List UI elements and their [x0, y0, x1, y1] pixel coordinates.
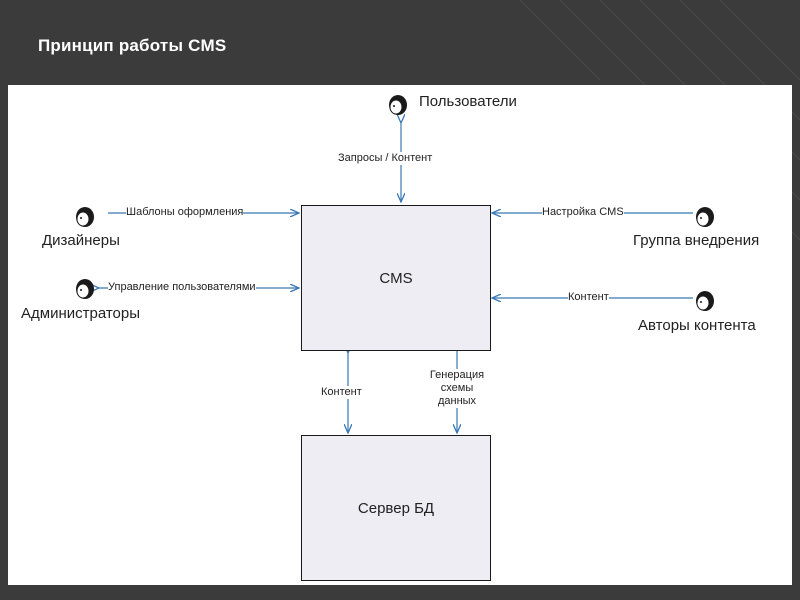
edge-label-cms-db-schema-line2: схемы	[440, 382, 474, 394]
person-head-icon	[389, 95, 407, 115]
db-server-box-label: Сервер БД	[357, 499, 435, 517]
actor-designers-label: Дизайнеры	[42, 232, 120, 249]
edge-label-authors-cms: Контент	[568, 291, 609, 304]
diagram-panel: CMS Сервер БД Пользователи Дизайнеры Адм…	[8, 85, 792, 585]
edge-label-cms-db-content: Контент	[321, 386, 362, 399]
actor-implementation-group-label: Группа внедрения	[633, 232, 760, 249]
person-head-icon	[696, 291, 714, 311]
person-head-icon	[696, 207, 714, 227]
edge-label-designers-cms: Шаблоны оформления	[126, 206, 244, 219]
actor-administrators-label: Администраторы	[21, 305, 141, 322]
slide-title: Принцип работы CMS	[38, 36, 227, 55]
edge-label-cms-db-schema: Генерация схемы данных	[422, 369, 492, 408]
actor-content-authors-label: Авторы контента	[638, 317, 756, 334]
edge-label-users-cms: Запросы / Контент	[338, 152, 433, 165]
cms-box-label: CMS	[379, 269, 413, 287]
slide-bottom-strip	[0, 585, 800, 600]
db-server-box: Сервер БД	[301, 435, 491, 581]
edge-label-cms-db-schema-line1: Генерация	[429, 369, 485, 381]
edge-label-cms-db-schema-line3: данных	[437, 395, 477, 407]
edge-label-admins-cms: Управление пользователями	[108, 281, 256, 294]
person-head-icon	[76, 207, 94, 227]
person-head-icon	[76, 279, 94, 299]
edge-label-implementation-cms: Настройка CMS	[542, 206, 624, 219]
cms-box: CMS	[301, 205, 491, 351]
actor-users-label: Пользователи	[419, 93, 517, 110]
